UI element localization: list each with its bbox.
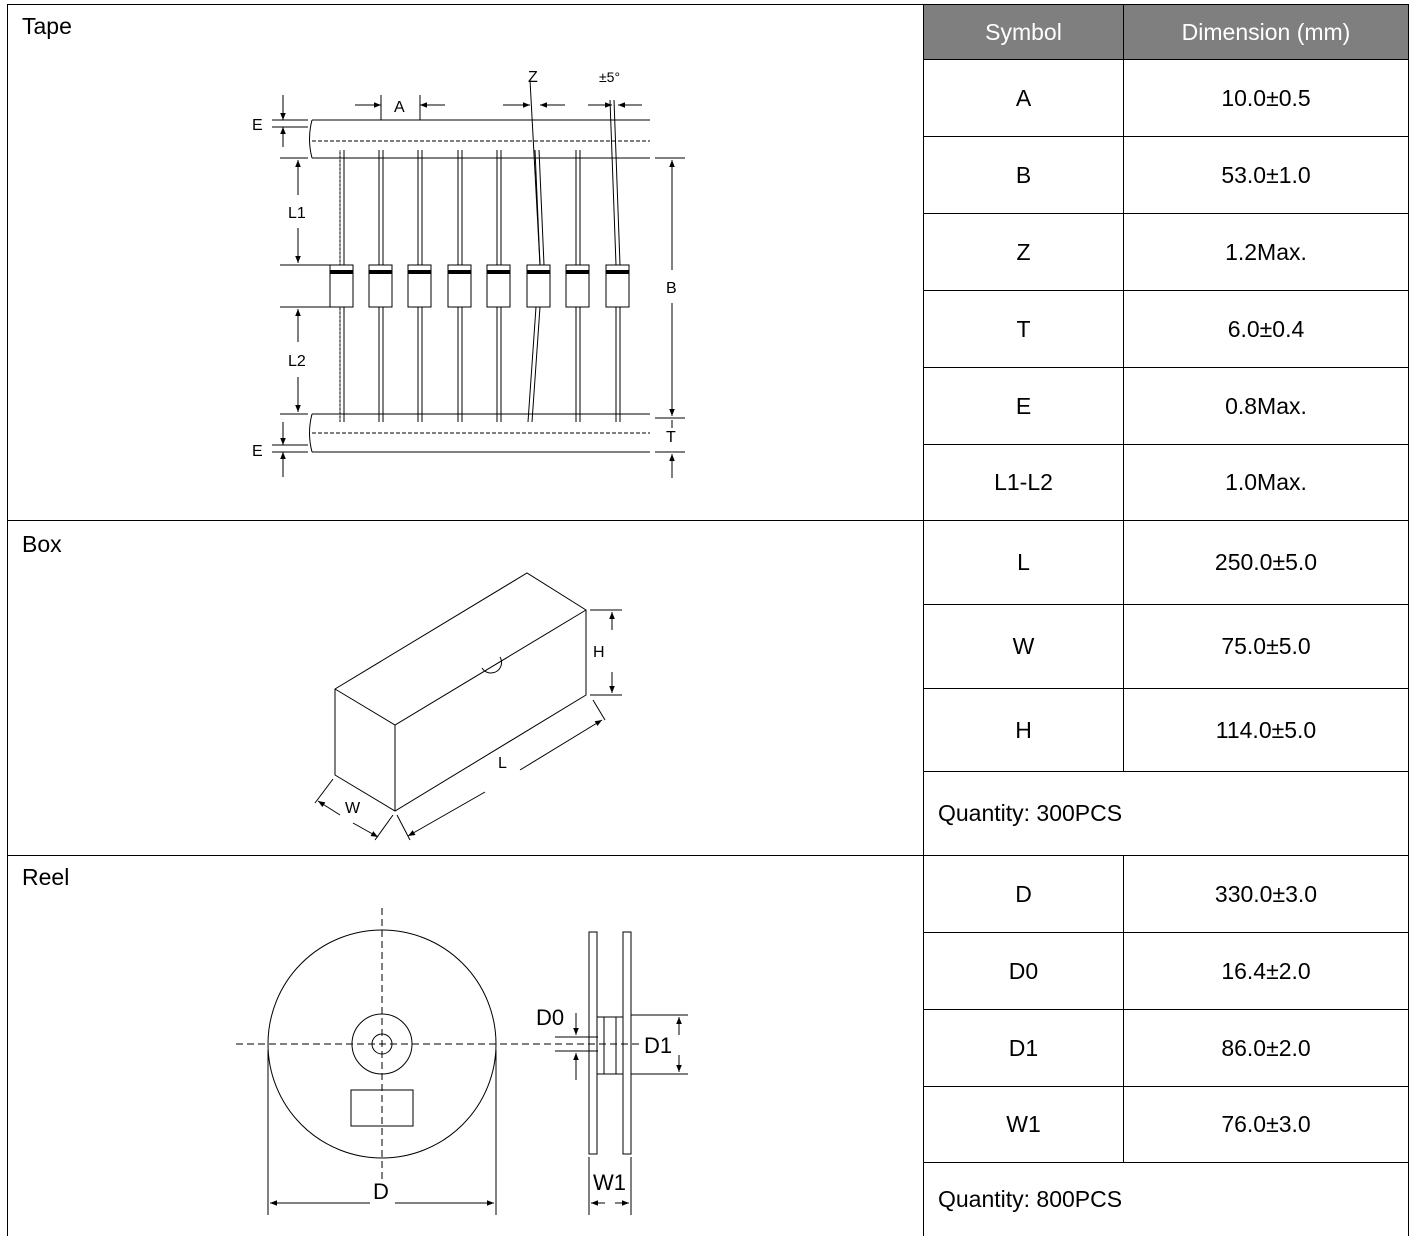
tape-label-t: T — [666, 429, 676, 446]
table-row-line — [923, 59, 1409, 60]
reel-symbol-d0: D0 — [1008, 957, 1039, 984]
tape-label-e-top: E — [252, 117, 263, 134]
table-row-line — [923, 1162, 1409, 1163]
tape-value-b: 53.0±1.0 — [1221, 161, 1311, 188]
box-diagram: H L W — [314, 572, 622, 841]
box-symbol-w: W — [1012, 633, 1035, 659]
box-value-l: 250.0±5.0 — [1214, 549, 1318, 575]
frame-divider — [923, 4, 924, 1236]
frame-left — [7, 4, 8, 1236]
tape-symbol-t: T — [1016, 315, 1031, 342]
table-row-line — [923, 367, 1409, 368]
box-quantity: Quantity: 300PCS — [938, 800, 1123, 826]
tape-value-t: 6.0±0.4 — [1227, 315, 1305, 342]
table-col-divider-reel — [1123, 855, 1124, 1162]
table-row-line — [923, 932, 1409, 933]
reel-value-w1: 76.0±3.0 — [1221, 1111, 1311, 1137]
reel-label-d1: D1 — [644, 1033, 672, 1058]
tape-symbol-a: A — [1015, 84, 1032, 111]
table-row-line — [923, 604, 1409, 605]
tape-symbol-l1-l2: L1-L2 — [994, 469, 1053, 495]
table-row-line — [923, 444, 1409, 445]
table-row-line — [923, 771, 1409, 772]
tape-symbol-e: E — [1015, 392, 1032, 419]
table-col-divider-tape — [1123, 4, 1124, 520]
section-label-box: Box — [22, 531, 62, 557]
table-col-divider-box — [1123, 520, 1124, 771]
tape-label-l2: L2 — [288, 353, 306, 370]
tape-label-angle: ±5° — [599, 69, 620, 85]
section-divider-box-reel — [7, 855, 1409, 856]
reel-label-w1: W1 — [593, 1170, 626, 1195]
table-header-dimension: Dimension (mm) — [1124, 5, 1408, 59]
section-label-tape: Tape — [22, 13, 72, 39]
tape-diagram: E A Z ±5° L1 L2 B T E — [252, 69, 685, 478]
tape-label-a: A — [394, 99, 405, 116]
reel-quantity: Quantity: 800PCS — [938, 1186, 1123, 1212]
table-header-symbol: Symbol — [924, 5, 1123, 59]
tape-label-l1: L1 — [288, 205, 306, 222]
box-label-h: H — [593, 644, 605, 661]
reel-symbol-d1: D1 — [1008, 1034, 1039, 1061]
box-label-l: L — [498, 755, 507, 772]
frame-right — [1408, 4, 1409, 1236]
table-row-line — [923, 688, 1409, 689]
table-row-line — [923, 1009, 1409, 1010]
reel-value-d0: 16.4±2.0 — [1221, 957, 1311, 984]
tape-value-a: 10.0±0.5 — [1221, 84, 1311, 111]
table-row-line — [923, 1086, 1409, 1087]
section-label-reel: Reel — [22, 864, 70, 890]
box-label-w: W — [345, 800, 361, 817]
tape-label-z: Z — [528, 69, 538, 86]
tape-symbol-z: Z — [1016, 238, 1031, 265]
reel-value-d1: 86.0±2.0 — [1221, 1034, 1311, 1061]
reel-value-d: 330.0±3.0 — [1214, 880, 1318, 907]
tape-symbol-b: B — [1015, 161, 1032, 188]
box-value-h: 114.0±5.0 — [1215, 716, 1317, 743]
tape-label-e-bottom: E — [252, 443, 263, 460]
box-value-w: 75.0±5.0 — [1221, 633, 1311, 659]
reel-label-d0: D0 — [536, 1005, 564, 1030]
tape-value-l1-l2: 1.0Max. — [1225, 469, 1307, 495]
tape-value-e: 0.8Max. — [1225, 392, 1307, 419]
table-row-line — [923, 213, 1409, 214]
tape-value-z: 1.2Max. — [1225, 238, 1307, 265]
table-row-line — [923, 290, 1409, 291]
tape-label-b: B — [666, 280, 677, 297]
reel-symbol-d: D — [1015, 880, 1032, 907]
reel-symbol-w1: W1 — [1006, 1111, 1041, 1137]
table-row-line — [923, 136, 1409, 137]
box-symbol-h: H — [1015, 716, 1032, 743]
box-symbol-l: L — [1017, 549, 1030, 575]
section-divider-tape-box — [7, 520, 1409, 521]
frame-top — [7, 4, 1409, 5]
reel-diagram: D0 D1 D W1 — [236, 908, 688, 1215]
reel-label-d: D — [373, 1179, 389, 1204]
